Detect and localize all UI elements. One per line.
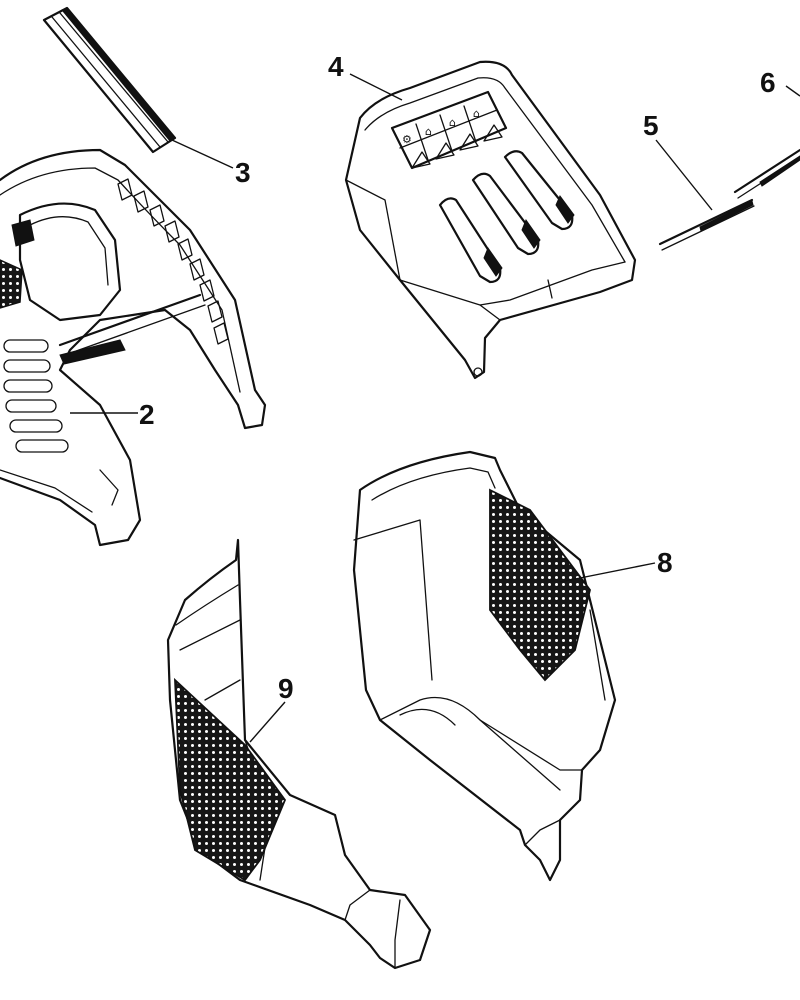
callout-8: 8 <box>657 547 673 578</box>
callout-5: 5 <box>643 110 659 141</box>
leader-8 <box>559 562 656 583</box>
icon-glyph-1: ⚙ <box>402 133 412 146</box>
icon-glyph-4: ⌂ <box>473 107 480 120</box>
leader-9 <box>249 701 286 743</box>
part-8-side-cover <box>352 450 617 882</box>
leader-6 <box>785 85 800 97</box>
part-3-rod <box>42 6 177 154</box>
callout-2: 2 <box>139 399 155 430</box>
callout-6: 6 <box>760 67 776 98</box>
leader-4 <box>349 73 403 101</box>
icon-glyph-3: ⌂ <box>449 116 456 129</box>
callout-9: 9 <box>278 673 294 704</box>
leader-3 <box>171 139 234 169</box>
part-9-side-cover <box>166 538 432 970</box>
icon-glyph-2: ⌂ <box>425 125 432 138</box>
part-4-control-cover: ⚙ ⌂ ⌂ ⌂ <box>344 60 637 380</box>
callout-3: 3 <box>235 157 251 188</box>
callouts: 2 3 4 5 6 8 9 <box>139 51 776 704</box>
leader-5 <box>655 139 713 211</box>
part-2-frame <box>0 148 267 547</box>
part-6-rod <box>733 148 800 199</box>
callout-4: 4 <box>328 51 344 82</box>
part-5-pin <box>658 198 755 251</box>
leader-lines <box>70 73 800 743</box>
